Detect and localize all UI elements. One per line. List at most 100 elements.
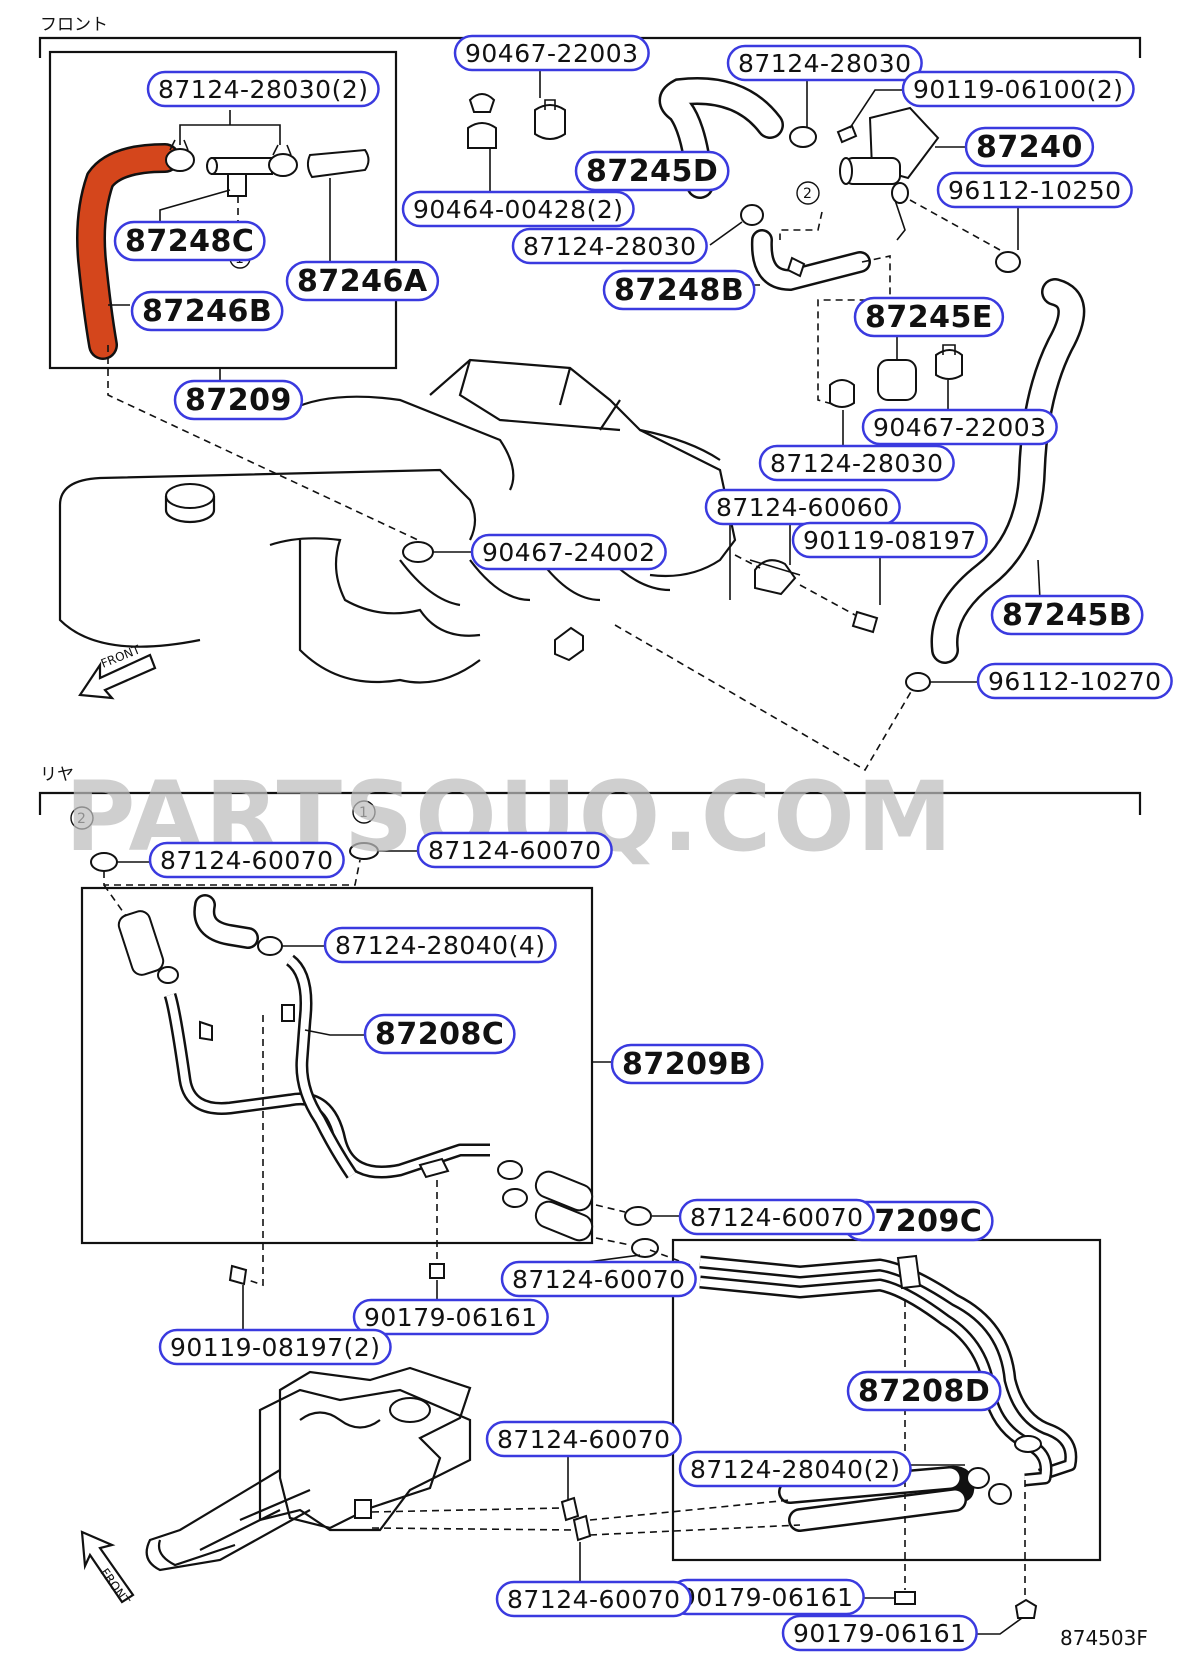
pipe-bracket-d-icon	[896, 1254, 922, 1290]
callout-87245e[interactable]: 87245E	[853, 296, 1005, 338]
callout-87124-60070[interactable]: 87124-60070	[148, 841, 345, 879]
callout-87240[interactable]: 87240	[964, 126, 1095, 168]
pipe-87208c-b	[287, 956, 356, 1178]
callout-87209c[interactable]: 87209C	[841, 1200, 994, 1242]
callout-90179-06161[interactable]: 90179-06161	[781, 1614, 978, 1652]
callout-90119-08197[interactable]: 90119-08197	[791, 521, 988, 559]
callout-87246a[interactable]: 87246A	[285, 260, 440, 302]
callout-label: 90464-00428(2)	[413, 195, 624, 224]
callout-label: 87245B	[1002, 598, 1132, 633]
callout-87124-28030-2[interactable]: 87124-28030(2)	[146, 70, 380, 108]
clamp-90467-24002-icon	[402, 541, 434, 563]
marker-2-rear-text: 2	[77, 811, 86, 827]
clamp-87124-28030-low-icon	[829, 379, 855, 408]
hose-rear-left-icon	[117, 910, 165, 976]
callout-87208d[interactable]: 87208D	[846, 1370, 1002, 1412]
callout-label: 90179-06161	[793, 1619, 967, 1648]
callout-90179-06161[interactable]: 90179-06161	[668, 1578, 865, 1616]
bolt-90119-08197-front-icon	[851, 610, 879, 634]
callout-pill	[352, 1298, 549, 1336]
marker-2-rear-icon	[70, 806, 94, 830]
callout-87248b[interactable]: 87248B	[602, 269, 756, 311]
callout-87245d[interactable]: 87245D	[574, 150, 730, 192]
callout-87124-60070[interactable]: 87124-60070	[500, 1260, 697, 1298]
callout-87124-60070[interactable]: 87124-60070	[416, 831, 613, 869]
marker-2-top-text: 2	[803, 186, 812, 202]
callout-87208c[interactable]: 87208C	[363, 1013, 516, 1055]
clamp-60070-low-b-icon	[572, 1514, 592, 1542]
callout-90119-08197-2[interactable]: 90119-08197(2)	[158, 1328, 392, 1366]
callout-pill	[323, 926, 557, 964]
clamp-87124-mid-icon	[740, 204, 764, 226]
clamp-left-icon	[165, 139, 195, 172]
callout-label: 87124-60060	[716, 493, 890, 522]
callout-label: 87124-28030	[738, 49, 912, 78]
heater-unit-outline	[145, 1366, 472, 1572]
clamp-28040-b-icon	[157, 966, 179, 984]
callout-90464-00428-2[interactable]: 90464-00428(2)	[401, 190, 635, 228]
callout-87124-60070[interactable]: 87124-60070	[485, 1420, 682, 1458]
callout-90467-22003[interactable]: 90467-22003	[861, 408, 1058, 446]
callout-pill	[363, 1013, 516, 1055]
callout-87124-60060[interactable]: 87124-60060	[704, 488, 901, 526]
leader-90119-06100	[849, 89, 903, 129]
callout-label: 87124-28030(2)	[158, 75, 369, 104]
clamp-60070-low-a-icon	[560, 1496, 580, 1522]
leader-87245b	[1037, 559, 1041, 601]
clamp-28040-f-icon	[988, 1483, 1012, 1505]
callout-87248c[interactable]: 87248C	[113, 220, 266, 262]
callout-label: 90119-08197	[803, 526, 977, 555]
dash-tank-to-hoses	[371, 1499, 801, 1536]
callout-87124-28040-2[interactable]: 87124-28040(2)	[678, 1450, 912, 1488]
callout-87209b[interactable]: 87209B	[610, 1043, 764, 1085]
hose-rear-bend	[195, 896, 257, 947]
nut-90179-06161-a-icon	[429, 1263, 445, 1279]
clamp-60070-mid-b-icon	[631, 1238, 659, 1258]
pipe-87208c-a	[166, 993, 490, 1176]
callout-pill	[500, 1260, 697, 1298]
callout-87124-60070[interactable]: 87124-60070	[678, 1198, 875, 1236]
bracket-87124-60060-icon	[749, 559, 801, 596]
dash-engine-to-10270	[614, 624, 913, 772]
pipe-bracket-b-icon	[281, 1004, 295, 1022]
callout-87124-28030[interactable]: 87124-28030	[511, 227, 708, 265]
callout-90467-22003[interactable]: 90467-22003	[453, 34, 650, 72]
callout-87124-60070[interactable]: 87124-60070	[495, 1580, 692, 1618]
callout-pill	[861, 408, 1058, 446]
callout-label: 87209C	[853, 1204, 982, 1239]
callout-label: 87248C	[125, 224, 254, 259]
callout-pill	[853, 296, 1005, 338]
callout-87246b[interactable]: 87246B	[130, 290, 284, 332]
callout-87124-28040-4[interactable]: 87124-28040(4)	[323, 926, 557, 964]
dash-inset-to-engine	[107, 345, 419, 541]
valve-87240-icon	[839, 106, 940, 241]
callout-label: 90119-08197(2)	[170, 1333, 381, 1362]
dash-marker-2-top	[779, 211, 823, 240]
inset-box-87209b	[80, 886, 594, 1245]
callout-pill	[113, 220, 266, 262]
callout-90179-06161[interactable]: 90179-06161	[352, 1298, 549, 1336]
callout-96112-10250[interactable]: 96112-10250	[936, 171, 1133, 209]
clamp-96112-10270-icon	[905, 672, 931, 692]
callout-90467-24002[interactable]: 90467-24002	[470, 533, 667, 571]
leader-87248c	[159, 189, 231, 225]
callout-87209[interactable]: 87209	[173, 379, 304, 421]
callout-label: 90179-06161	[364, 1303, 538, 1332]
callout-pill	[678, 1198, 875, 1236]
callout-87124-28030[interactable]: 87124-28030	[726, 44, 923, 82]
callout-87124-28030[interactable]: 87124-28030	[758, 444, 955, 482]
callout-96112-10270[interactable]: 96112-10270	[976, 662, 1173, 700]
callout-label: 87246A	[297, 264, 428, 299]
callout-90119-06100-2[interactable]: 90119-06100(2)	[901, 70, 1135, 108]
dash-to-bolt-08197	[247, 1015, 264, 1287]
marker-1-rear-icon	[352, 800, 376, 824]
callout-87245b[interactable]: 87245B	[990, 594, 1144, 636]
callout-label: 87240	[976, 130, 1083, 165]
callout-pill	[285, 260, 440, 302]
callout-label: 90467-22003	[873, 413, 1047, 442]
leader-87208c	[304, 1029, 365, 1036]
callout-label: 90119-06100(2)	[913, 75, 1124, 104]
